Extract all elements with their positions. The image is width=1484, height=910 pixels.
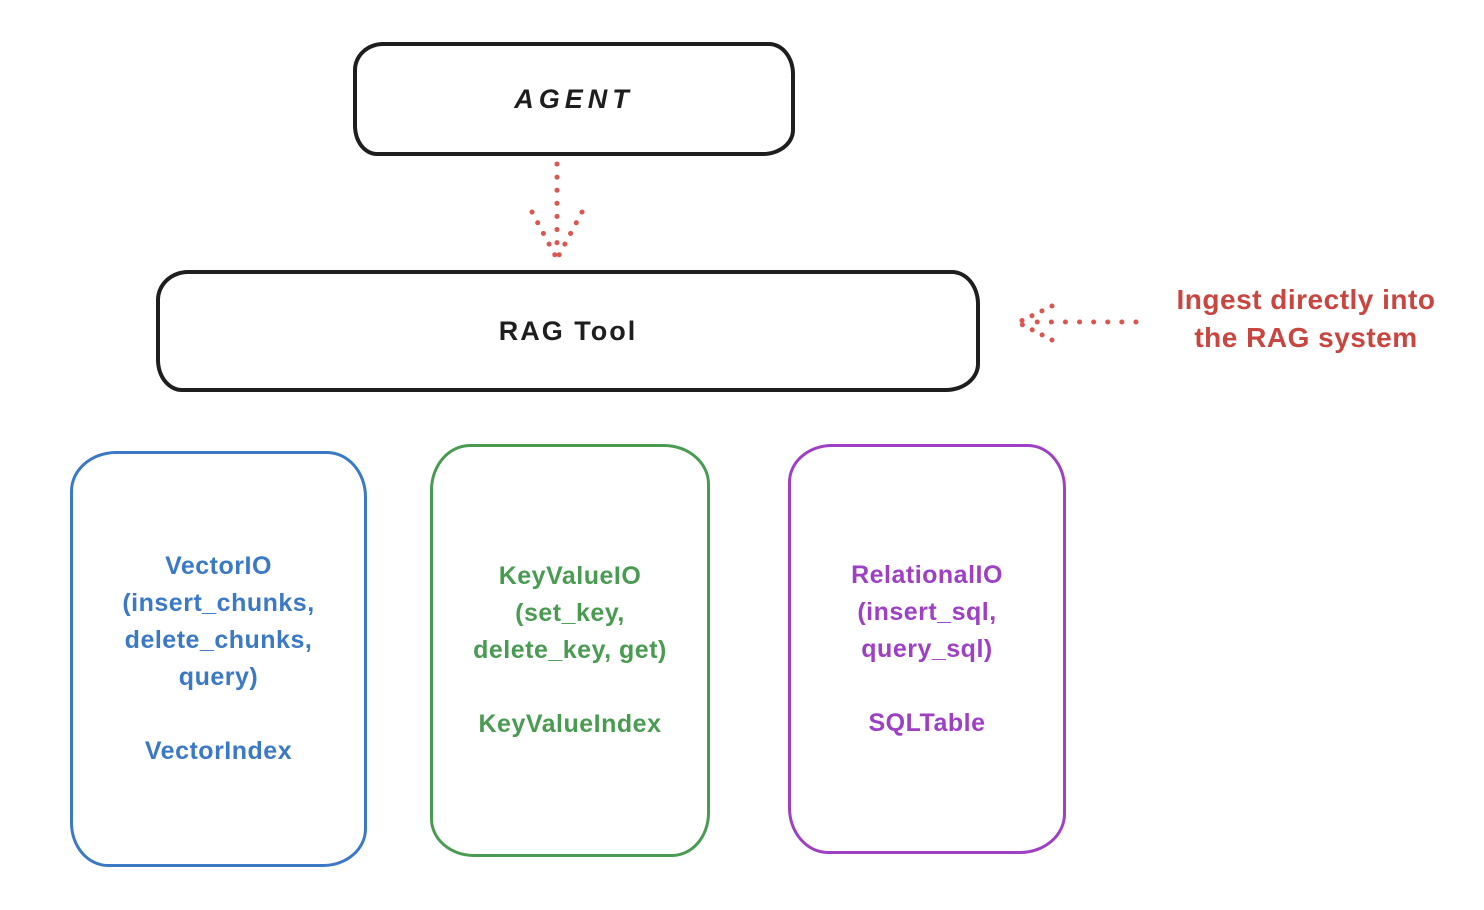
dotted-arrow-left-icon [1010,301,1142,346]
node-vector-io-title: VectorIO [165,552,272,580]
dotted-arrow-down-icon [522,158,592,264]
node-vector-io: VectorIO (insert_chunks, delete_chunks, … [70,451,367,867]
node-relational-io-title: RelationalIO [851,560,1003,589]
node-vector-io-methods-line-2: delete_chunks, [124,626,313,654]
node-vector-io-methods-line-1: (insert_chunks, [122,589,315,617]
node-relational-io-table-label: SQLTable [868,708,986,737]
node-key-value-io-methods-line-2: delete_key, get) [473,636,667,664]
node-relational-io: RelationalIO (insert_sql, query_sql) SQL… [788,444,1066,854]
node-key-value-io-index-label: KeyValueIndex [478,710,662,738]
node-key-value-io-title: KeyValueIO [498,562,642,590]
node-vector-io-index-label: VectorIndex [144,737,293,765]
node-agent: AGENT [353,42,795,156]
node-rag-tool: RAG Tool [156,270,980,392]
annotation-ingest-line-1: Ingest directly into [1176,284,1436,315]
annotation-ingest-line-2: the RAG system [1194,322,1418,353]
node-key-value-io-methods-line-1: (set_key, [515,599,625,627]
node-agent-label: AGENT [514,83,634,114]
node-key-value-io: KeyValueIO (set_key, delete_key, get) Ke… [430,444,710,857]
node-rag-tool-label: RAG Tool [498,315,638,346]
annotation-ingest: Ingest directly into the RAG system [1138,281,1474,357]
node-vector-io-methods-line-3: query) [178,663,259,691]
node-relational-io-methods-line-2: query_sql) [861,634,993,663]
node-relational-io-methods-line-1: (insert_sql, [857,597,997,626]
